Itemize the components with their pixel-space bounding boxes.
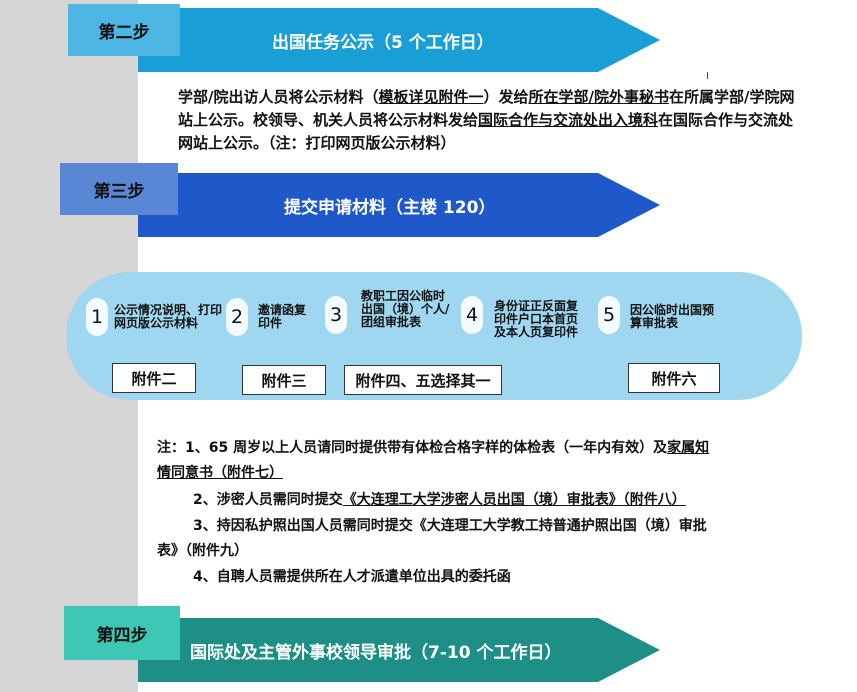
step2-banner: 出国任务公示（5 个工作日）	[138, 8, 660, 72]
note-1-continued: 情同意书（附件七）	[157, 461, 817, 486]
item-5-number: 5	[598, 296, 620, 334]
note-3: 3、持因私护照出国人员需同时提交《大连理工大学教工持普通护照出国（境）审批	[193, 514, 833, 539]
attachment-3-box: 附件三	[242, 365, 326, 395]
item-3-number: 3	[325, 296, 347, 334]
note-2: 2、涉密人员需同时提交《大连理工大学涉密人员出国（境）审批表》（附件八）	[193, 488, 813, 513]
attachment-6-box: 附件六	[628, 363, 720, 393]
note-4-text: 4、自聘人员需提供所在人才派遣单位出具的委托函	[193, 569, 511, 585]
item-1-number: 1	[86, 298, 108, 336]
divider-tick	[707, 72, 708, 79]
item-3-text: 教职工因公临时出国（境）个人/团组审批表	[361, 289, 450, 329]
note-3-text: 3、持因私护照出国人员需同时提交《大连理工大学教工持普通护照出国（境）审批	[193, 518, 707, 534]
step2-label: 第二步	[68, 4, 180, 56]
note-3-continued: 表》（附件九）	[157, 539, 797, 564]
item-1-text: 公示情况说明、打印网页版公示材料	[114, 303, 223, 330]
attachment-2-box: 附件二	[112, 363, 196, 393]
step2-desc-part2: ）发给	[483, 88, 529, 106]
item-4-number: 4	[461, 296, 483, 334]
step2-description: 学部/院出访人员将公示材料（模板详见附件一）发给所在学部/院外事秘书在所属学部/…	[178, 86, 802, 155]
note-3-text-b: 表》（附件九）	[157, 543, 248, 559]
step2-title: 出国任务公示（5 个工作日）	[272, 32, 494, 53]
template-link[interactable]: 模板详见附件一	[378, 88, 484, 106]
note-4: 4、自聘人员需提供所在人才派遣单位出具的委托函	[193, 565, 813, 590]
item-2-text: 邀请函复印件	[258, 303, 307, 330]
step2-desc-part1: 学部/院出访人员将公示材料（	[178, 88, 379, 106]
item-4-text: 身份证正反面复印件户口本首页及本人页复印件	[494, 299, 579, 339]
item-5-text: 因公临时出国预算审批表	[630, 303, 715, 330]
classified-form-link: 《大连理工大学涉密人员出国（境）审批表》（附件八）	[342, 492, 686, 508]
step3-label: 第三步	[60, 163, 178, 215]
attachment-4-5-box: 附件四、五选择其一	[344, 365, 502, 395]
note-1-text: 注：1、65 周岁以上人员请同时提供带有体检合格字样的体检表（一年内有效）及	[157, 440, 668, 456]
step3-title: 提交申请材料（主楼 120）	[284, 197, 496, 218]
dept-secretary-text: 所在学部/院外事秘书	[528, 88, 669, 106]
exit-entry-office-text: 国际合作与交流处出入境科	[478, 111, 659, 129]
step2-desc-part4: 在国际合作与交流处网站上公示。（注：打印网页版公示材料）	[178, 111, 794, 152]
family-consent-link-a: 家属知	[667, 440, 710, 456]
step2-desc-part3: 在所属学部/学院网站上公示。校领导、机关人员将公示材料发给	[178, 88, 795, 129]
item-2-number: 2	[226, 298, 248, 336]
step4-title: 国际处及主管外事校领导审批（7-10 个工作日）	[190, 642, 562, 663]
note-2-text: 2、涉密人员需同时提交	[193, 492, 343, 508]
step3-banner: 提交申请材料（主楼 120）	[138, 173, 660, 237]
step4-banner: 国际处及主管外事校领导审批（7-10 个工作日）	[138, 618, 660, 682]
family-consent-link-b: 情同意书（附件七）	[157, 465, 283, 481]
note-1: 注：1、65 周岁以上人员请同时提供带有体检合格字样的体检表（一年内有效）及家属…	[157, 436, 817, 461]
step4-label: 第四步	[64, 606, 180, 660]
